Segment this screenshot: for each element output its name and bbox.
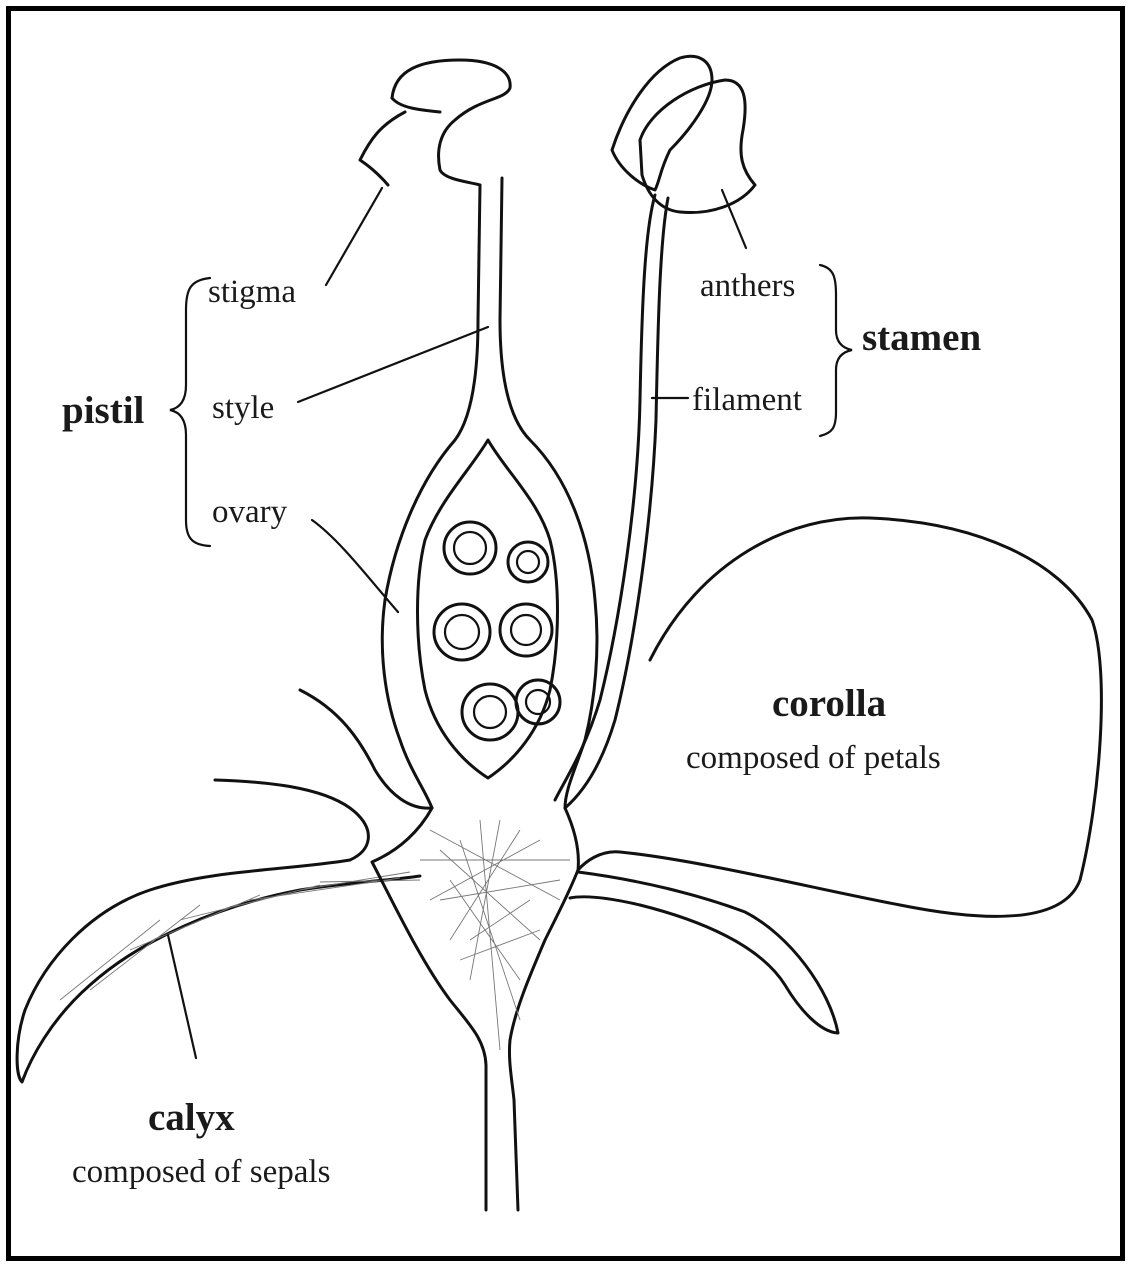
- style-label: style: [212, 390, 274, 426]
- filament-shape-right: [565, 198, 668, 808]
- left-sepal-hatch: [60, 872, 420, 1000]
- stigma: [392, 60, 510, 185]
- stigma-leader: [326, 188, 382, 285]
- right-lower-petal: [570, 872, 838, 1033]
- calyx-label: calyx: [148, 1096, 235, 1139]
- stigma-dots: [392, 98, 440, 112]
- receptacle: [372, 808, 486, 1210]
- filament-label: filament: [692, 382, 802, 418]
- left-sepal: [17, 780, 420, 1082]
- calyx-leader: [168, 935, 196, 1058]
- left-petal: [300, 690, 432, 808]
- anthers-label: anthers: [700, 268, 795, 304]
- ovary-label: ovary: [212, 494, 288, 530]
- anthers-shape: [612, 56, 755, 212]
- style-left: [360, 112, 405, 185]
- ovules: [434, 522, 560, 740]
- stigma-label: stigma: [208, 274, 296, 310]
- ovary-leader: [312, 520, 398, 612]
- pistil-label: pistil: [62, 389, 145, 432]
- style-tube-right: [500, 178, 597, 808]
- stamen-label: stamen: [862, 316, 981, 359]
- style-tube: [382, 185, 480, 808]
- calyx-note: composed of sepals: [72, 1154, 330, 1190]
- corolla-label: corolla: [772, 682, 886, 725]
- receptacle-right: [509, 808, 578, 1210]
- style-leader: [298, 327, 488, 402]
- pistil-brace: [170, 278, 210, 546]
- stamen-brace: [820, 265, 852, 436]
- corolla-note: composed of petals: [686, 740, 941, 776]
